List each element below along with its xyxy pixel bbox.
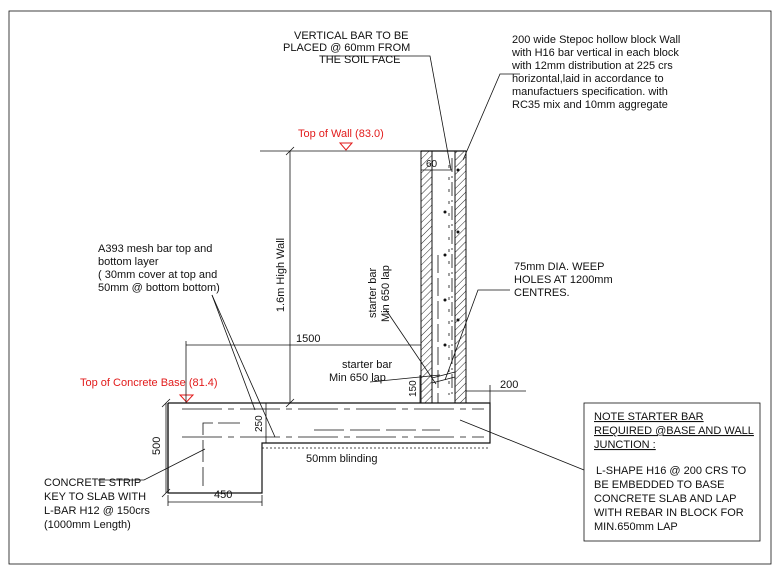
weep-hole-line-1 bbox=[431, 371, 456, 379]
note-body-line-3: CONCRETE SLAB AND LAP bbox=[594, 493, 736, 505]
block-spacer-dots bbox=[443, 168, 460, 347]
weep-line-1: 75mm DIA. WEEP bbox=[514, 261, 604, 273]
block-wall bbox=[420, 150, 467, 404]
annotation-weep-holes: 75mm DIA. WEEP HOLES AT 1200mm CENTRES. bbox=[514, 261, 613, 299]
annotation-vertical-bar: VERTICAL BAR TO BE PLACED @ 60mm FROM TH… bbox=[283, 30, 410, 66]
wall-right-skin-hatch bbox=[454, 150, 467, 404]
annotation-block-wall: 200 wide Stepoc hollow block Wall with H… bbox=[511, 34, 680, 111]
starter-horizontal-line-1: starter bar bbox=[342, 359, 392, 371]
dim-150: 150 bbox=[408, 380, 419, 397]
block-wall-line-3: with 12mm distribution at 225 crs bbox=[511, 60, 673, 72]
starter-vertical-line-1: starter bar bbox=[367, 268, 379, 318]
strip-line-2: KEY TO SLAB WITH bbox=[44, 491, 146, 503]
dimension-lines: 1.6m High Wall 60 1500 200 150 250 500 4… bbox=[151, 146, 526, 506]
top-of-wall-label: Top of Wall (83.0) bbox=[298, 128, 384, 140]
cover-60-dim: 60 bbox=[426, 159, 438, 170]
starter-horizontal-line-2: Min 650 lap bbox=[329, 372, 386, 384]
annotation-starter-bar-vertical: starter bar Min 650 lap bbox=[367, 265, 392, 322]
blinding-label: 50mm blinding bbox=[306, 453, 378, 465]
strip-line-3: L-BAR H12 @ 150crs bbox=[44, 505, 150, 517]
top-of-wall-marker: Top of Wall (83.0) bbox=[260, 128, 421, 152]
weep-hole-line-2 bbox=[431, 376, 456, 384]
key-450-dim: 450 bbox=[214, 489, 232, 501]
starter-vertical-line-2: Min 650 lap bbox=[380, 265, 392, 322]
annotation-mesh: A393 mesh bar top and bottom layer ( 30m… bbox=[98, 243, 220, 294]
weep-line-3: CENTRES. bbox=[514, 287, 570, 299]
block-wall-line-2: with H16 bar vertical in each block bbox=[511, 47, 679, 59]
strip-line-1: CONCRETE STRIP bbox=[44, 477, 141, 489]
top-of-base-label: Top of Concrete Base (81.4) bbox=[80, 377, 218, 389]
concrete-base bbox=[167, 402, 491, 494]
vertical-bar-line-1: VERTICAL BAR TO BE bbox=[294, 30, 409, 42]
slab-250-dim: 250 bbox=[254, 415, 265, 432]
mesh-line-4: 50mm @ bottom bottom) bbox=[98, 282, 220, 294]
base-outline bbox=[167, 402, 491, 494]
note-heading-line-3: JUNCTION : bbox=[594, 439, 656, 451]
note-body-line-2: BE EMBEDDED TO BASE bbox=[594, 479, 724, 491]
key-l-bar bbox=[202, 422, 240, 486]
block-wall-line-5: manufactuers specification. with bbox=[512, 86, 668, 98]
vertical-bar-line-2-text: PLACED @ 60mm FROM bbox=[283, 42, 410, 54]
leader-lines bbox=[98, 55, 585, 481]
block-wall-line-4: horizontal,laid in accordance to bbox=[512, 73, 664, 85]
annotation-starter-bar-horizontal: starter bar Min 650 lap bbox=[329, 359, 392, 384]
base-500-dim: 500 bbox=[151, 437, 163, 455]
mesh-line-2: bottom layer bbox=[98, 256, 159, 268]
block-wall-line-1: 200 wide Stepoc hollow block Wall bbox=[512, 34, 680, 46]
mesh-line-1: A393 mesh bar top and bbox=[98, 243, 212, 255]
weep-line-2: HOLES AT 1200mm bbox=[514, 274, 613, 286]
note-body-line-5: MIN.650mm LAP bbox=[594, 521, 678, 533]
block-wall-line-6: RC35 mix and 10mm aggregate bbox=[512, 99, 668, 111]
note-box: NOTE STARTER BAR REQUIRED @BASE AND WALL… bbox=[583, 402, 761, 542]
toe-200-dim: 200 bbox=[500, 379, 518, 391]
strip-line-4: (1000mm Length) bbox=[44, 519, 131, 531]
drawing-border bbox=[8, 10, 772, 565]
wall-left-skin-hatch bbox=[420, 150, 433, 404]
top-of-base-marker: Top of Concrete Base (81.4) bbox=[80, 377, 218, 403]
note-body-line-4: WITH REBAR IN BLOCK FOR bbox=[594, 507, 744, 519]
slab-1500-dim: 1500 bbox=[296, 333, 320, 345]
vertical-bar-line-3: THE SOIL FACE bbox=[319, 54, 401, 66]
note-heading-line-1: NOTE STARTER BAR bbox=[594, 411, 704, 423]
note-heading-line-2: REQUIRED @BASE AND WALL bbox=[594, 425, 754, 437]
wall-height-dim: 1.6m High Wall bbox=[275, 238, 287, 312]
annotation-concrete-strip: CONCRETE STRIP KEY TO SLAB WITH L-BAR H1… bbox=[44, 477, 150, 531]
note-body-line-1: L-SHAPE H16 @ 200 CRS TO bbox=[596, 465, 747, 477]
mesh-line-3: ( 30mm cover at top and bbox=[98, 269, 217, 281]
